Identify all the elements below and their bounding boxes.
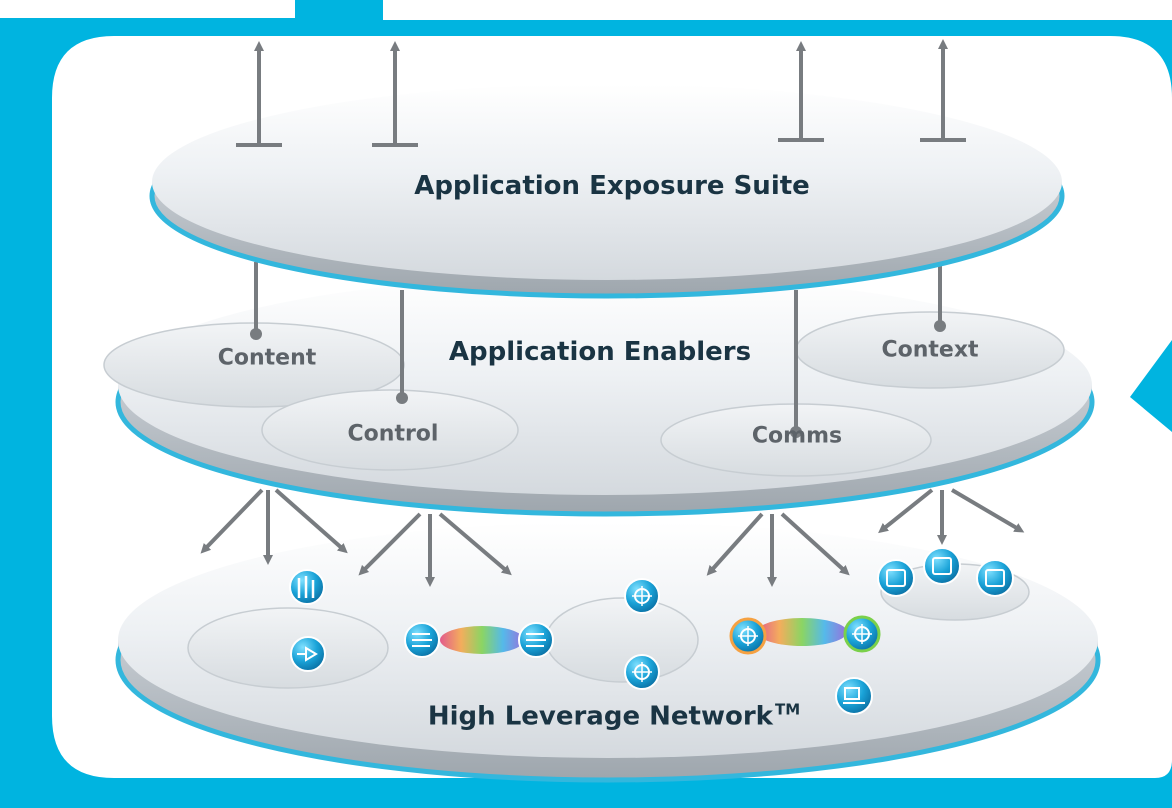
exposure-layer-disc (149, 84, 1065, 299)
computer-icon (835, 677, 873, 715)
enablers-label: Application Enablers (448, 337, 752, 367)
router-icon (290, 636, 326, 672)
target-icon (624, 654, 660, 690)
server-icon (877, 559, 915, 597)
module-connectors (250, 262, 946, 438)
exposure-output-arrows (236, 39, 966, 147)
target-icon (624, 578, 660, 614)
control-module-label: Control (347, 421, 439, 447)
cell-tower-icon (289, 569, 325, 605)
exposure-suite-label: Application Exposure Suite (414, 171, 810, 201)
comms-module-label: Comms (751, 423, 843, 449)
network-title: High Leverage Network (427, 701, 773, 732)
server-icon (923, 547, 961, 585)
optical-switch-icon (518, 622, 554, 658)
network-icons (289, 547, 1014, 715)
content-module-label: Content (217, 345, 317, 371)
cycle-target-icon (843, 615, 881, 653)
server-icon (976, 559, 1014, 597)
optical-switch-icon (404, 622, 440, 658)
trademark-mark: TM (774, 700, 801, 719)
context-module-label: Context (881, 337, 979, 363)
cycle-target-icon (729, 617, 767, 655)
enabler-to-network-arrows (200, 488, 1025, 587)
enablers-layer-disc (103, 275, 1095, 517)
